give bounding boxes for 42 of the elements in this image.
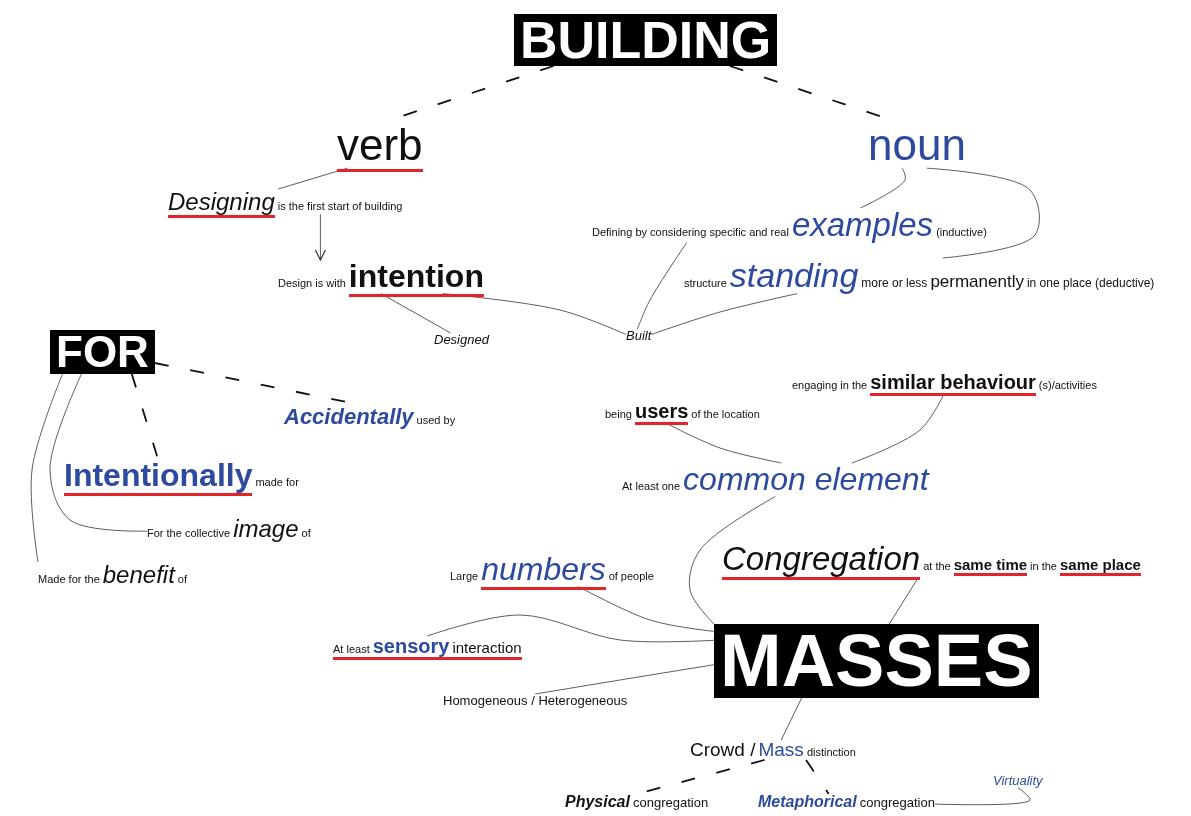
concept-phrase: Made for the benefitof [38, 562, 187, 588]
connector-line [277, 167, 348, 190]
concept-phrase: Metaphorical congregation [758, 794, 935, 811]
concept-phrase: Homogeneous / Heterogeneous [443, 694, 628, 708]
connector-line [934, 787, 1031, 806]
concept-phrase: Congregation at the same time in the same place [722, 542, 1141, 577]
connector-line [860, 167, 906, 209]
connector-line [688, 496, 776, 625]
connector-line [49, 373, 148, 532]
connector-line [650, 293, 798, 335]
concept-phrase: Design is with intention [278, 260, 484, 294]
connector-line [534, 664, 715, 695]
concept-phrase: For the collective image of [147, 516, 311, 542]
connector-line [637, 242, 688, 330]
concept-phrase: Intentionally made for [64, 459, 299, 493]
concept-phrase: Accidentally used by [284, 405, 456, 429]
concept-phrase: being users of the location [605, 401, 760, 422]
concept-phrase: Large numbers of people [450, 553, 654, 587]
connector-line [926, 167, 1040, 259]
title-banner: MASSES [714, 624, 1039, 698]
concept-phrase: structure standing more or less permanently in one place (deductive) [684, 258, 1155, 294]
concept-phrase: At least one common element [622, 463, 929, 497]
concept-phrase: Physical congregation [565, 794, 709, 811]
concept-phrase: Defining by considering specific and real examples(inductive) [592, 208, 987, 243]
concept-phrase: Designing is the first start of building [168, 189, 403, 215]
concept-phrase: Crowd /Mass distinction [690, 740, 856, 760]
dashed-connector [805, 759, 830, 795]
title-banner: BUILDING [514, 14, 778, 66]
connector-line [578, 586, 715, 632]
concept-word: noun [868, 122, 966, 169]
connector-line [30, 373, 63, 563]
connector-line [888, 576, 920, 625]
section-banner: FOR [50, 330, 155, 374]
connector-line [380, 293, 451, 334]
concept-word: Designed [434, 333, 489, 347]
concept-word: Virtuality [993, 774, 1043, 788]
concept-word: verb [337, 122, 423, 169]
connector-line [426, 614, 715, 643]
connector-line [780, 697, 802, 741]
concept-phrase: At least sensory interaction [333, 636, 522, 660]
concept-word: Built [626, 329, 652, 343]
concept-phrase: engaging in the similar behaviour(s)/activities [792, 372, 1097, 393]
